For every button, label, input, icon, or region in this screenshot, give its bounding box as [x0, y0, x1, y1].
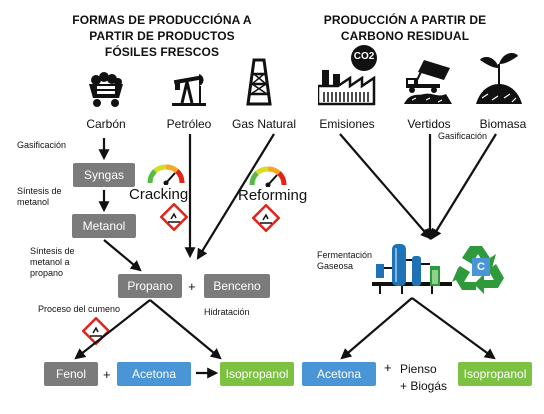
plus-sign: + [103, 367, 111, 382]
isopropanol-right-box: Isopropanol [458, 362, 532, 386]
vertidos-label: Vertidos [407, 117, 451, 131]
co2-text: CO2 [353, 51, 375, 62]
reforming-gauge-icon [249, 166, 287, 187]
biomasa-label: Biomasa [479, 117, 527, 131]
petroleo-label: Petróleo [166, 117, 212, 131]
hazard-environment-icon [160, 203, 188, 231]
pienso-label: Pienso [400, 362, 437, 376]
acetona-right-box: Acetona [302, 362, 376, 386]
fermentacion-label: Fermentación Gaseosa [317, 250, 373, 271]
reforming-label: Reforming [238, 187, 308, 204]
dump-truck-icon [404, 60, 452, 104]
proceso-cumeno-label: Proceso del cumeno [38, 304, 121, 314]
acetona-left-box: Acetona [117, 362, 191, 386]
mine-cart-icon [89, 72, 123, 107]
fenol-box: Fenol [44, 362, 98, 386]
plus-sign: + [384, 360, 392, 375]
plus-sign: + [188, 279, 196, 294]
emisiones-label: Emisiones [319, 117, 375, 131]
factory-emissions-icon [318, 45, 377, 106]
right-title: PRODUCCIÓN A PARTIR DE CARBONO RESIDUAL [323, 13, 487, 43]
sintesis-propano-label: Síntesis de metanol a propano [30, 246, 75, 278]
gasificacion-left-label: Gasificación [17, 140, 67, 150]
metanol-box: Metanol [72, 214, 136, 238]
benceno-box: Benceno [204, 274, 270, 298]
gas-rig-icon [246, 58, 272, 106]
isopropanol-left-box: Isopropanol [220, 362, 294, 386]
cracking-gauge-icon [147, 164, 185, 185]
oil-pump-icon [172, 74, 206, 106]
recycle-letter: C [472, 258, 490, 276]
hidratacion-label: Hidratación [204, 307, 250, 317]
cracking-label: Cracking [129, 186, 189, 203]
hazard-environment-icon [252, 204, 280, 232]
gasificacion-right-label: Gasificación [438, 131, 488, 141]
bioreactor-icon [372, 244, 452, 294]
gas-natural-label: Gas Natural [231, 117, 297, 131]
biomass-sprout-icon [476, 53, 522, 104]
carbon-label: Carbón [86, 117, 126, 131]
propano-box: Propano [118, 274, 182, 298]
syngas-box: Syngas [73, 163, 135, 187]
biogas-label: + Biogás [400, 379, 448, 393]
sintesis-metanol-label: Síntesis de metanol [17, 186, 62, 207]
left-title: FORMAS DE PRODUCCIÓNA A PARTIR DE PRODUC… [72, 13, 252, 59]
